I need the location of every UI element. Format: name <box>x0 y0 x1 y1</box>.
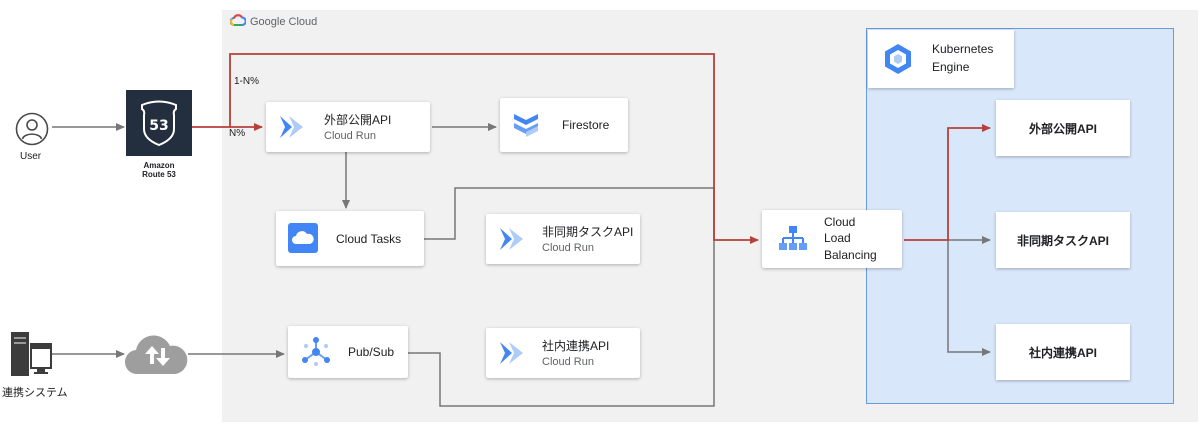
cloud-run-icon <box>498 226 526 257</box>
pubsub-icon <box>300 336 332 373</box>
user-actor <box>14 110 52 170</box>
cloud-tasks-name: Cloud Tasks <box>336 232 402 246</box>
load-balancing-icon <box>778 224 808 259</box>
kubernetes-title-line1: Kubernetes <box>932 42 994 56</box>
google-cloud-logo-icon <box>229 14 247 29</box>
internal-api-cloud-run-card[interactable]: 社内連携API Cloud Run <box>486 328 640 378</box>
google-cloud-title: Google Cloud <box>250 15 318 28</box>
firestore-name: Firestore <box>562 118 610 132</box>
route53-node: 53 <box>126 90 192 156</box>
external-system-label: 連携システム <box>2 387 68 399</box>
cloud-transfer-node <box>124 334 190 376</box>
cloud-tasks-icon <box>288 223 318 258</box>
cloud-tasks-card[interactable]: Cloud Tasks <box>276 211 424 266</box>
line-route53-split <box>190 53 759 244</box>
async-api-sub: Cloud Run <box>542 242 594 254</box>
server-icon <box>10 331 54 382</box>
cloud-run-icon <box>278 114 306 145</box>
async-api-cloud-run-card[interactable]: 非同期タスクAPI Cloud Run <box>486 214 640 264</box>
internal-api-name: 社内連携API <box>542 339 610 353</box>
public-api-name: 外部公開API <box>324 113 392 127</box>
load-balancing-line1: Cloud <box>824 215 856 229</box>
public-api-sub: Cloud Run <box>324 130 376 142</box>
external-system-actor <box>10 331 54 381</box>
route53-label-line2: Route 53 <box>142 170 176 179</box>
traffic-split-top: 1-N% <box>234 76 260 87</box>
public-api-cloud-run-card[interactable]: 外部公開API Cloud Run <box>266 102 430 152</box>
pubsub-card[interactable]: Pub/Sub <box>288 326 408 378</box>
firestore-card[interactable]: Firestore <box>500 98 628 152</box>
kubernetes-title-line2: Engine <box>932 60 970 74</box>
load-balancing-line2: Load <box>824 231 851 245</box>
gke-internal-api-box[interactable]: 社内連携API <box>996 324 1130 380</box>
async-api-name: 非同期タスクAPI <box>542 225 634 239</box>
firestore-icon <box>512 111 540 146</box>
gke-public-api-box[interactable]: 外部公開API <box>996 100 1130 156</box>
pubsub-name: Pub/Sub <box>348 345 395 359</box>
cloud-load-balancing-card[interactable]: Cloud Load Balancing <box>762 210 902 268</box>
route53-label-line1: Amazon <box>143 161 175 170</box>
cloud-run-icon <box>498 340 526 371</box>
route53-badge: 53 <box>149 118 168 134</box>
gke-async-api-box[interactable]: 非同期タスクAPI <box>996 212 1130 268</box>
user-label: User <box>20 151 42 162</box>
line-lb-internal <box>947 240 991 356</box>
line-pubsub-lb <box>408 240 715 407</box>
user-icon <box>15 112 49 151</box>
line-lb-public <box>904 124 991 241</box>
route53-icon: 53 <box>138 99 180 152</box>
internal-api-sub: Cloud Run <box>542 356 594 368</box>
traffic-split-bottom: N% <box>229 128 246 139</box>
kubernetes-icon <box>882 43 914 80</box>
load-balancing-line3: Balancing <box>824 248 877 262</box>
cloud-upload-icon <box>124 335 190 380</box>
google-cloud-logo: Google Cloud <box>229 14 318 29</box>
kubernetes-engine-card[interactable]: Kubernetes Engine <box>868 30 1014 88</box>
